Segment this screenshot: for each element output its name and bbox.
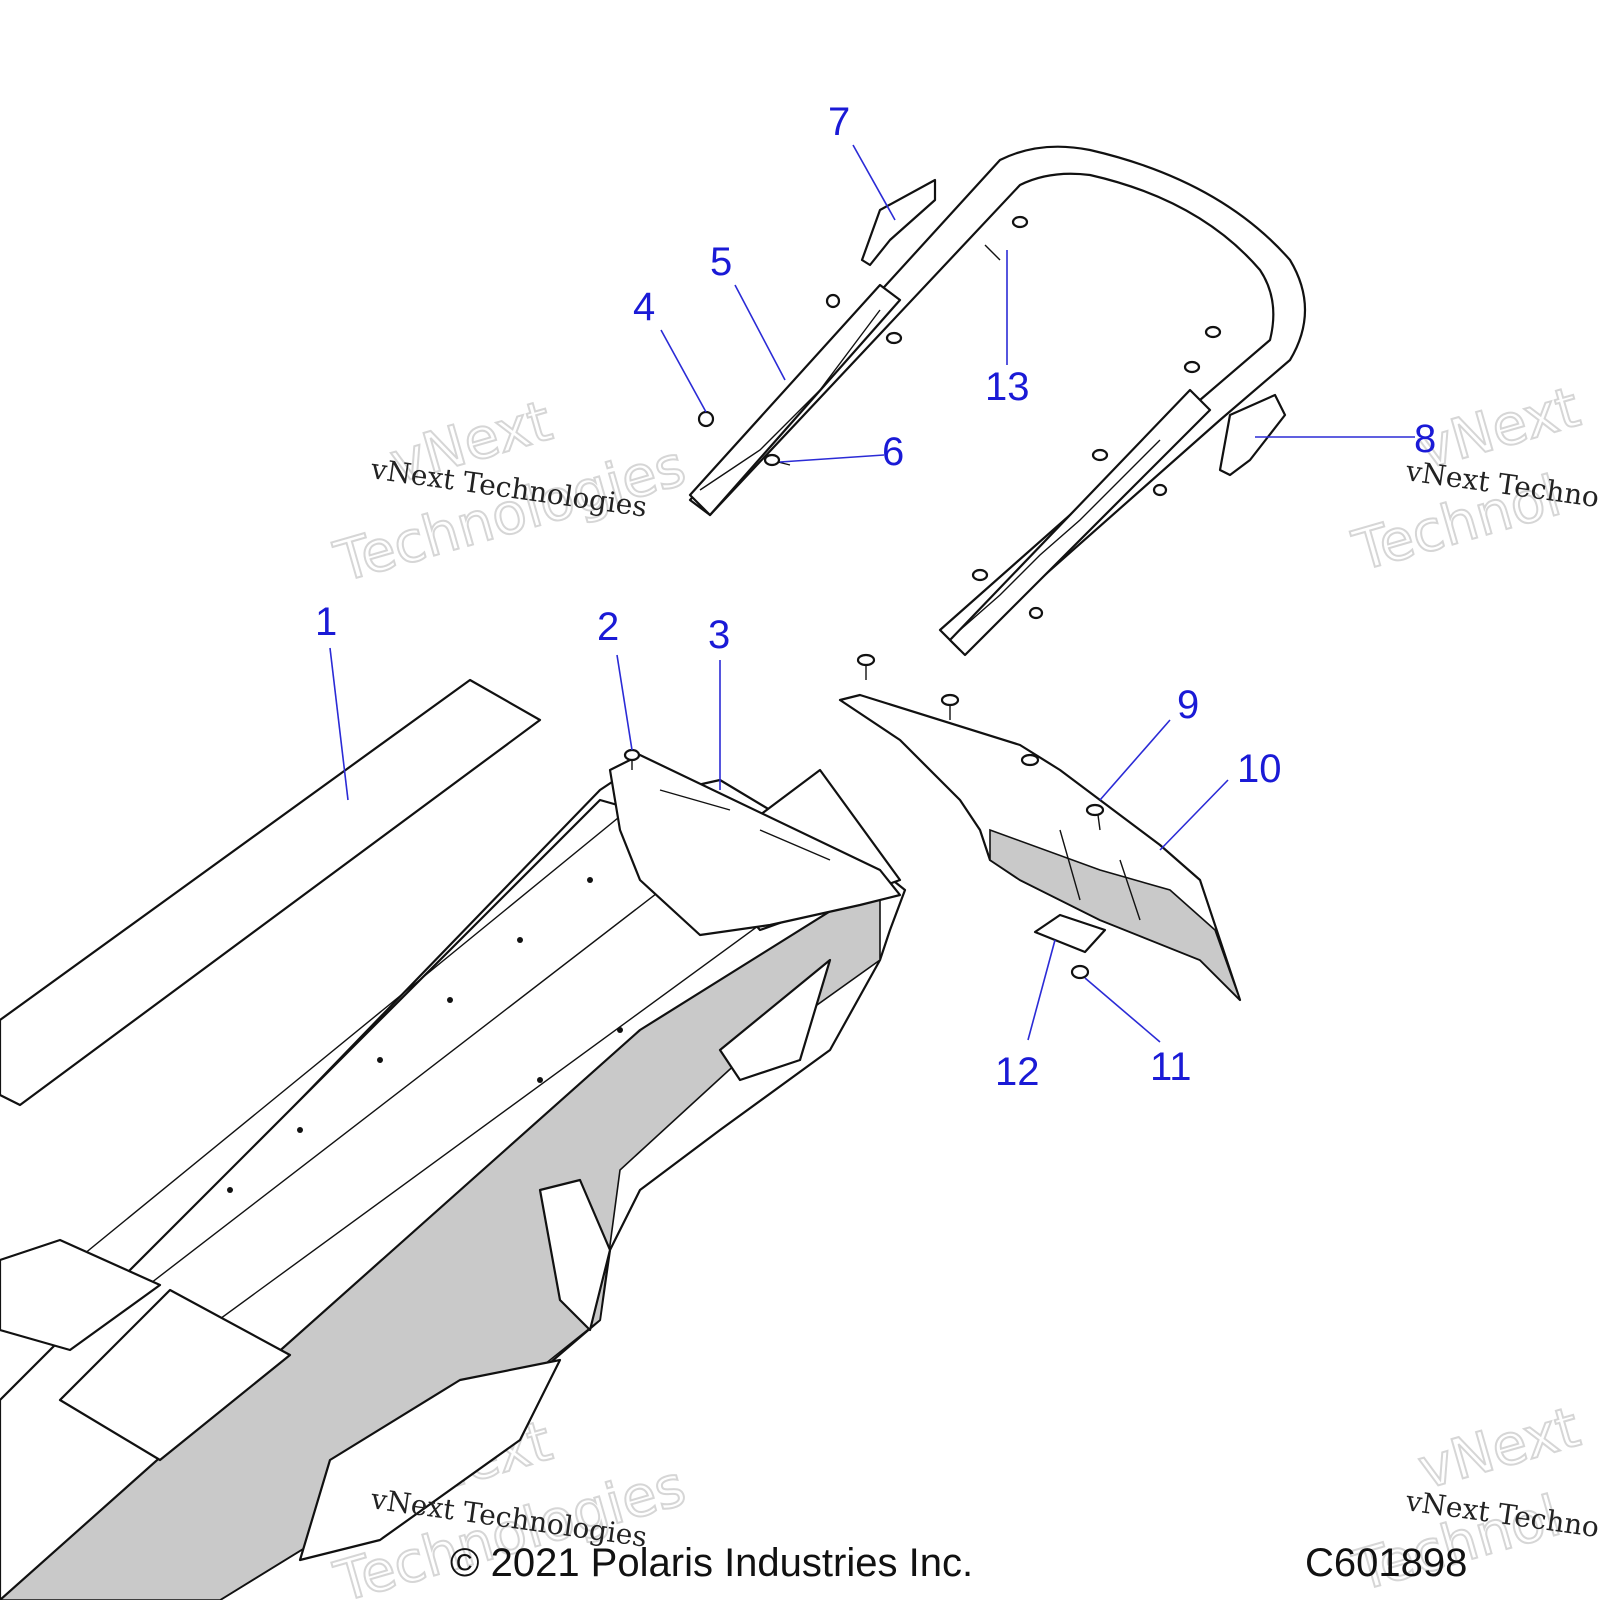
callout-9: 9: [1177, 683, 1199, 727]
part-7-emblem: [860, 178, 937, 267]
copyright-text: © 2021 Polaris Industries Inc.: [450, 1541, 973, 1585]
callout-11: 11: [1150, 1045, 1192, 1089]
part-12-plate: [1033, 913, 1107, 954]
part-11-fastener: [1070, 964, 1090, 980]
callout-10: 10: [1237, 747, 1282, 791]
part-4-nut: [697, 410, 715, 428]
rail-fasteners: [825, 215, 1222, 620]
callout-2: 2: [597, 605, 619, 649]
part-8-emblem: [1218, 393, 1287, 477]
callout-7: 7: [828, 100, 850, 144]
part-9-bolt: [1085, 803, 1105, 831]
callout-3: 3: [708, 613, 730, 657]
callout-12: 12: [995, 1050, 1040, 1094]
part-6-bolt: [763, 453, 791, 467]
watermark-big-line1-br: vNext: [1412, 1395, 1587, 1503]
part-1-strip: [0, 678, 542, 1107]
part-3-bracket: [608, 753, 902, 937]
part-5-side-plate: [688, 283, 902, 517]
callout-1: 1: [315, 600, 337, 644]
callout-8: 8: [1414, 417, 1436, 461]
callout-6: 6: [882, 430, 904, 474]
callout-4: 4: [633, 285, 655, 329]
leader-lines: [329, 144, 1415, 1043]
figure-code: C601898: [1305, 1541, 1467, 1585]
callout-5: 5: [710, 240, 732, 284]
part-10-fasteners: [856, 653, 1040, 767]
callout-labels: 1 2 3 4 5 6 7 8 9 10 11 12 13: [315, 100, 1436, 1094]
part-10-snowflap: [838, 693, 1242, 1002]
callout-13: 13: [985, 365, 1030, 409]
